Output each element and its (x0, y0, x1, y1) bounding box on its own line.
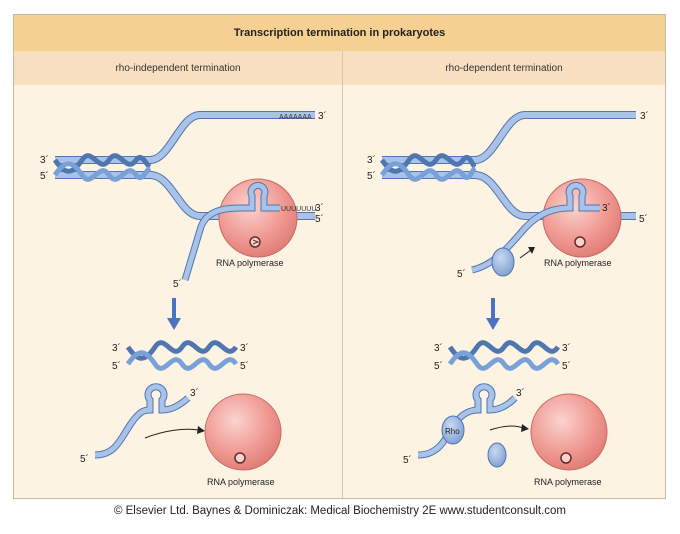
label-3-prime-released-left: 3´ (112, 342, 121, 354)
down-arrow-icon-right (486, 298, 500, 330)
rna-polymerase-label-right: RNA polymerase (544, 258, 612, 268)
label-5-prime-released-right: 5´ (434, 360, 443, 372)
label-3-prime-transcript-right: 3´ (516, 387, 525, 399)
label-3-prime-top-left: 3´ (318, 110, 327, 122)
label-5-prime-transcript-left: 5´ (80, 453, 89, 465)
arrow-head-icon (197, 426, 205, 434)
released-dna-helix-right (447, 340, 561, 371)
released-rna-polymerase-icon-left (204, 393, 282, 471)
label-5-prime-helix-left: 5´ (40, 170, 49, 182)
heading-rho-independent: rho-independent termination (14, 51, 342, 85)
label-5-prime-rna-left: 5´ (173, 278, 182, 290)
label-3-prime-helix-right: 3´ (367, 154, 376, 166)
label-5-prime-released-right-end-left: 5´ (240, 360, 249, 372)
label-5-prime-strand-left: 5´ (315, 213, 324, 225)
label-3-prime-transcript-left: 3´ (190, 387, 199, 399)
rho-protein-icon (491, 247, 515, 277)
label-5-prime-rna-right: 5´ (457, 268, 466, 280)
rna-polymerase-icon (218, 178, 298, 258)
rna-polymerase-label-released-left: RNA polymerase (207, 477, 275, 487)
panel-divider (342, 51, 343, 498)
active-site-icon (249, 236, 261, 248)
label-5-prime-released-left: 5´ (112, 360, 121, 372)
rna-polymerase-label-released-right: RNA polymerase (534, 477, 602, 487)
dna-template-strand-right (382, 111, 636, 164)
down-arrow-icon (167, 298, 181, 330)
figure-frame: Transcription termination in prokaryotes… (13, 14, 666, 499)
rho-label: Rho (445, 427, 460, 436)
rna-polymerase-label: RNA polymerase (216, 258, 284, 268)
released-dna-helix-left (125, 340, 239, 371)
dna-coding-strand-left (55, 171, 315, 220)
dna-coding-strand-right (382, 171, 636, 220)
dna-template-strand-left (55, 111, 315, 164)
label-3-prime-helix-left: 3´ (40, 154, 49, 166)
label-3-prime-top-right: 3´ (640, 110, 649, 122)
poly-u-label: UUUUUUU (281, 206, 316, 213)
label-5-prime-strand-right: 5´ (639, 213, 648, 225)
rna-transcript-hairpin-left (181, 181, 280, 282)
poly-a-label: AAAAAAA (279, 114, 312, 121)
label-5-prime-released-end-right: 5´ (562, 360, 571, 372)
rho-protein-bound-icon (441, 415, 465, 445)
label-3-prime-released-right-end-left: 3´ (240, 342, 249, 354)
released-rna-polymerase-icon-right (530, 393, 608, 471)
rna-transcript-hairpin-right (471, 181, 600, 274)
free-rho-protein-icon (487, 442, 507, 468)
label-3-prime-rna-right: 3´ (602, 202, 611, 214)
label-5-prime-helix-right: 5´ (367, 170, 376, 182)
label-3-prime-released-right: 3´ (434, 342, 443, 354)
label-3-prime-rna-left: 3´ (315, 202, 324, 214)
label-5-prime-transcript-right: 5´ (403, 454, 412, 466)
label-3-prime-released-end-right: 3´ (562, 342, 571, 354)
figure-title: Transcription termination in prokaryotes (14, 15, 665, 51)
released-rna-transcript-left (94, 383, 191, 459)
copyright-credit: © Elsevier Ltd. Baynes & Dominiczak: Med… (113, 505, 567, 517)
heading-rho-dependent: rho-dependent termination (343, 51, 665, 85)
double-helix-right (379, 153, 477, 182)
double-helix-left (52, 153, 152, 182)
